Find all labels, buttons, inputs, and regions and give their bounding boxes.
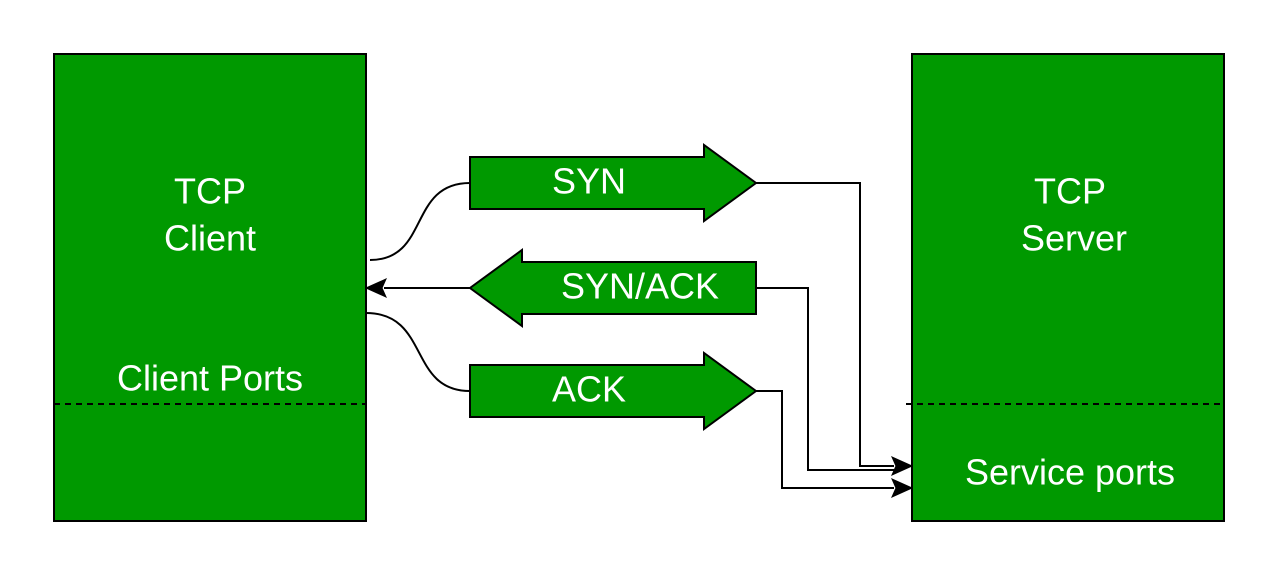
syn-ack-client-arrowhead (364, 278, 387, 298)
ack-arrow: ACK (469, 351, 758, 431)
client-to-ack-connector (365, 312, 471, 392)
server-title-line1: TCP (1034, 171, 1106, 212)
ack-server-arrowhead (891, 478, 914, 498)
client-title-line2: Client (164, 218, 256, 259)
tcp-client-box: TCP Client Client Ports (53, 53, 367, 522)
syn-ack-label: SYN/ACK (561, 266, 719, 307)
ack-label: ACK (552, 369, 626, 410)
client-ports-label: Client Ports (117, 358, 303, 399)
ack-to-server-connector (756, 390, 894, 489)
server-ports-label: Service ports (965, 452, 1175, 493)
client-title-line1: TCP (174, 171, 246, 212)
syn-label: SYN (552, 161, 626, 202)
server-title-line2: Server (1021, 218, 1127, 259)
syn-ack-arrow: SYN/ACK (468, 248, 757, 328)
client-to-syn-connector (369, 182, 471, 261)
tcp-server-box: TCP Server Service ports (906, 53, 1225, 522)
syn-to-server-connector (756, 182, 894, 467)
server-to-syn-ack-connector (756, 287, 894, 471)
syn-arrow: SYN (469, 143, 758, 223)
syn-server-arrowhead (891, 456, 914, 476)
